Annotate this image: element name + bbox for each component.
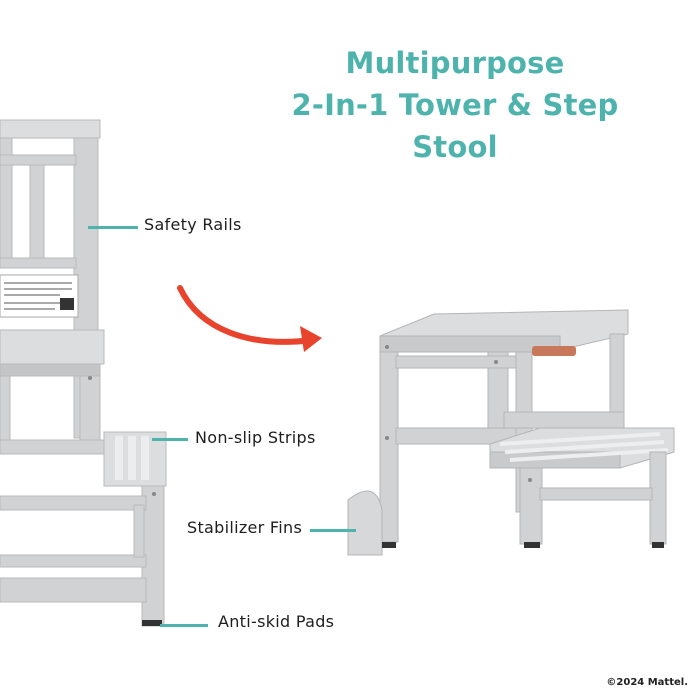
copyright-notice: ©2024 Mattel. bbox=[606, 677, 688, 688]
headline-line-1: Multipurpose bbox=[345, 46, 565, 80]
safety-rails-label: Safety Rails bbox=[144, 215, 242, 234]
step-stool-image bbox=[347, 309, 675, 556]
transform-arrow bbox=[177, 285, 322, 352]
anti-skid-pads-line bbox=[160, 624, 208, 627]
stabilizer-fins-line bbox=[310, 529, 356, 532]
non-slip-strips-label: Non-slip Strips bbox=[195, 428, 316, 447]
safety-rails-line bbox=[88, 226, 138, 229]
non-slip-strips-line bbox=[152, 438, 188, 441]
headline-line-2: 2-In-1 Tower & Step Stool bbox=[291, 88, 619, 164]
stabilizer-fins-label: Stabilizer Fins bbox=[187, 518, 303, 537]
anti-skid-pads-label: Anti-skid Pads bbox=[218, 612, 335, 631]
learning-tower-image bbox=[0, 119, 167, 627]
headline: Multipurpose 2-In-1 Tower & Step Stool bbox=[250, 42, 660, 168]
